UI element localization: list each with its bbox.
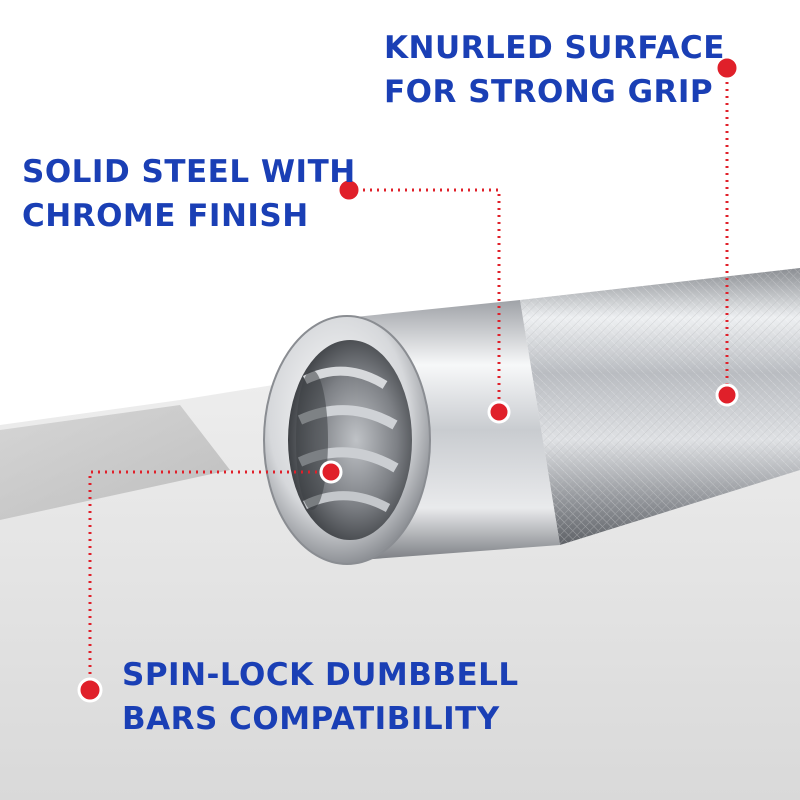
callout-spin-line1: SPIN-LOCK DUMBBELL xyxy=(122,657,519,693)
marker-spin-bottom xyxy=(77,677,103,703)
marker-steel-bar xyxy=(487,400,511,424)
bar-end-face xyxy=(263,315,431,565)
callout-knurled-surface: KNURLED SURFACE FOR STRONG GRIP xyxy=(384,26,725,114)
callout-markers xyxy=(77,55,740,703)
leader-lines xyxy=(88,68,729,690)
marker-steel-top xyxy=(336,177,362,203)
callout-knurled-line2: FOR STRONG GRIP xyxy=(384,74,714,110)
callout-steel-line1: SOLID STEEL WITH xyxy=(22,154,356,190)
callout-spin-line2: BARS COMPATIBILITY xyxy=(122,701,500,737)
callout-steel-line2: CHROME FINISH xyxy=(22,198,309,234)
table-edge-shadow xyxy=(0,405,230,520)
marker-knurled-top xyxy=(714,55,740,81)
bar-handle xyxy=(520,268,800,545)
callout-solid-steel: SOLID STEEL WITH CHROME FINISH xyxy=(22,150,356,238)
marker-knurled-bar xyxy=(715,383,739,407)
marker-spin-bore xyxy=(319,460,343,484)
callout-knurled-line1: KNURLED SURFACE xyxy=(384,30,725,66)
callout-spin-lock: SPIN-LOCK DUMBBELL BARS COMPATIBILITY xyxy=(122,653,519,741)
